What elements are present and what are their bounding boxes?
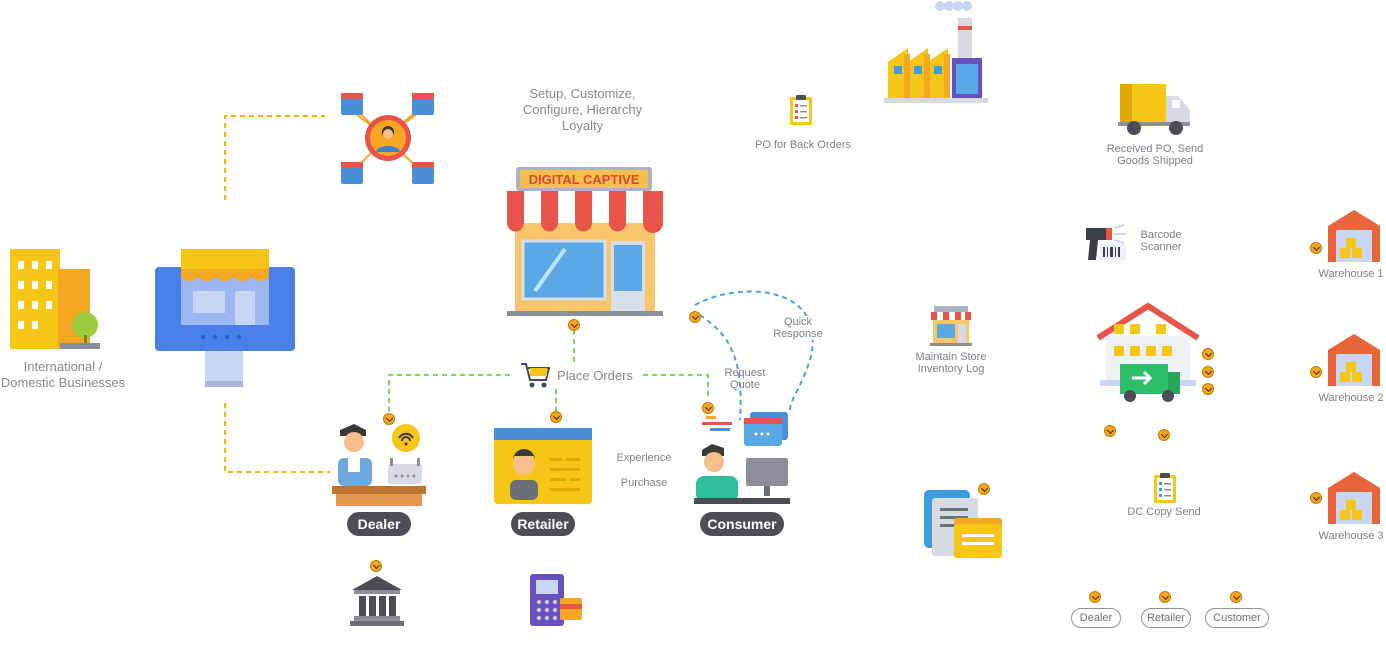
factory-icon [884,0,990,104]
marker-icon [370,560,382,572]
marker-icon [702,402,714,414]
storefront-sign-text: DIGITAL CAPTIVE [528,172,640,187]
marker-icon [978,483,990,495]
purchase-label: Purchase [620,477,668,489]
marker-icon [1104,425,1116,437]
maintain-store-label: Maintain Store Inventory Log [905,351,997,375]
setup-line-2: Configure, Hierarchy [522,102,643,117]
place-orders-label: Place Orders [552,368,638,384]
truck-icon [1118,84,1192,136]
warehouse3-label: Warehouse 3 [1318,530,1384,542]
retailer-card-icon [494,428,592,504]
retailer-pill: Retailer [511,512,575,536]
marker-icon [1089,591,1101,603]
network-hub-icon [336,90,436,186]
maintain-store-line-1: Maintain Store [915,351,987,363]
quick-response-label: Quick Response [768,316,828,340]
bottom-pill-retailer: Retailer [1141,608,1191,628]
monitor-storefront-icon [153,247,298,389]
marker-icon [1158,429,1170,441]
marker-icon [383,413,395,425]
warehouse1-label: Warehouse 1 [1318,268,1384,280]
warehouse-icon [1328,470,1380,524]
warehouse-icon [1328,208,1380,262]
barcode-label: Barcode Scanner [1130,229,1192,253]
marker-icon [1310,492,1322,504]
bottom-pill-customer: Customer [1205,608,1269,628]
marker-icon [1202,366,1214,378]
marker-icon [1310,366,1322,378]
shop-icon [930,306,972,346]
marker-icon [550,411,562,423]
marker-icon [1159,591,1171,603]
dealer-icon [330,420,430,510]
pos-terminal-icon [530,574,586,628]
barcode-line-2: Scanner [1140,241,1182,253]
building-icon [8,245,103,350]
marker-icon [1202,348,1214,360]
consumer-icon [694,410,790,506]
received-po-label: Received PO, Send Goods Shipped [1100,143,1210,167]
consumer-pill: Consumer [700,512,784,536]
storefront-icon: DIGITAL CAPTIVE [505,165,665,317]
intl-line-2: Domestic Businesses [0,375,126,390]
request-quote-label: Request Quote [716,367,774,391]
dc-copy-label: DC Copy Send [1127,506,1201,518]
setup-label: Setup, Customize, Configure, Hierarchy L… [505,86,660,134]
clipboard-icon [788,94,814,126]
barcode-scanner-icon [1084,224,1130,262]
dealer-pill: Dealer [347,512,411,536]
intl-line-1: International / [23,359,103,374]
bank-icon [350,574,404,628]
po-back-orders-label: PO for Back Orders [755,139,851,151]
marker-icon [689,311,701,323]
request-quote-line-1: Request [724,367,766,379]
received-po-line-1: Received PO, Send [1106,143,1204,155]
distribution-center-icon [1096,302,1202,406]
received-po-line-2: Goods Shipped [1117,155,1193,167]
warehouse2-label: Warehouse 2 [1318,392,1384,404]
warehouse-icon [1328,332,1380,386]
maintain-store-line-2: Inventory Log [917,363,985,375]
marker-icon [1230,591,1242,603]
marker-icon [1310,242,1322,254]
dc-clipboard-icon [1152,472,1178,504]
quick-response-line-1: Quick [783,316,813,328]
setup-line-1: Setup, Customize, [529,86,636,101]
cart-icon [519,360,551,390]
documents-icon [924,490,1006,562]
bottom-pill-dealer: Dealer [1071,608,1121,628]
barcode-line-1: Barcode [1140,229,1182,241]
marker-icon [568,319,580,331]
quick-response-line-2: Response [773,328,823,340]
setup-line-3: Loyalty [561,118,604,133]
intl-label: International / Domestic Businesses [0,359,126,391]
request-quote-line-2: Quote [730,379,760,391]
experience-label: Experience [616,452,672,464]
marker-icon [1202,383,1214,395]
